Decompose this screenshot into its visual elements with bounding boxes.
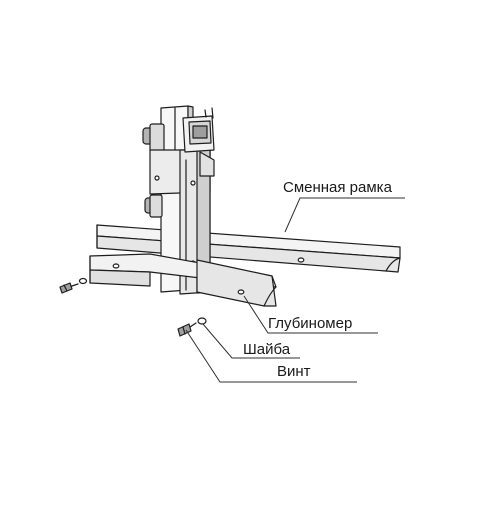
left-washer	[78, 277, 88, 285]
leader-washer	[202, 323, 300, 359]
label-screw: Винт	[277, 363, 311, 380]
fine-adjust-block	[182, 107, 215, 177]
label-washer: Шайба	[243, 341, 291, 358]
leader-screw	[185, 329, 357, 383]
slider-knob-upper	[142, 123, 165, 153]
slider-knob-lower	[144, 194, 163, 218]
leader-depth-gauge	[243, 295, 378, 334]
label-depth-gauge: Глубиномер	[268, 315, 352, 332]
mount-holes	[112, 257, 305, 295]
bottom-washer	[197, 317, 207, 325]
leader-lines	[185, 197, 405, 383]
left-screw	[59, 282, 79, 294]
bottom-screw	[177, 322, 197, 337]
depth-gauge-base	[89, 253, 277, 307]
leader-frame	[284, 197, 405, 233]
label-frame: Сменная рамка	[283, 179, 393, 196]
